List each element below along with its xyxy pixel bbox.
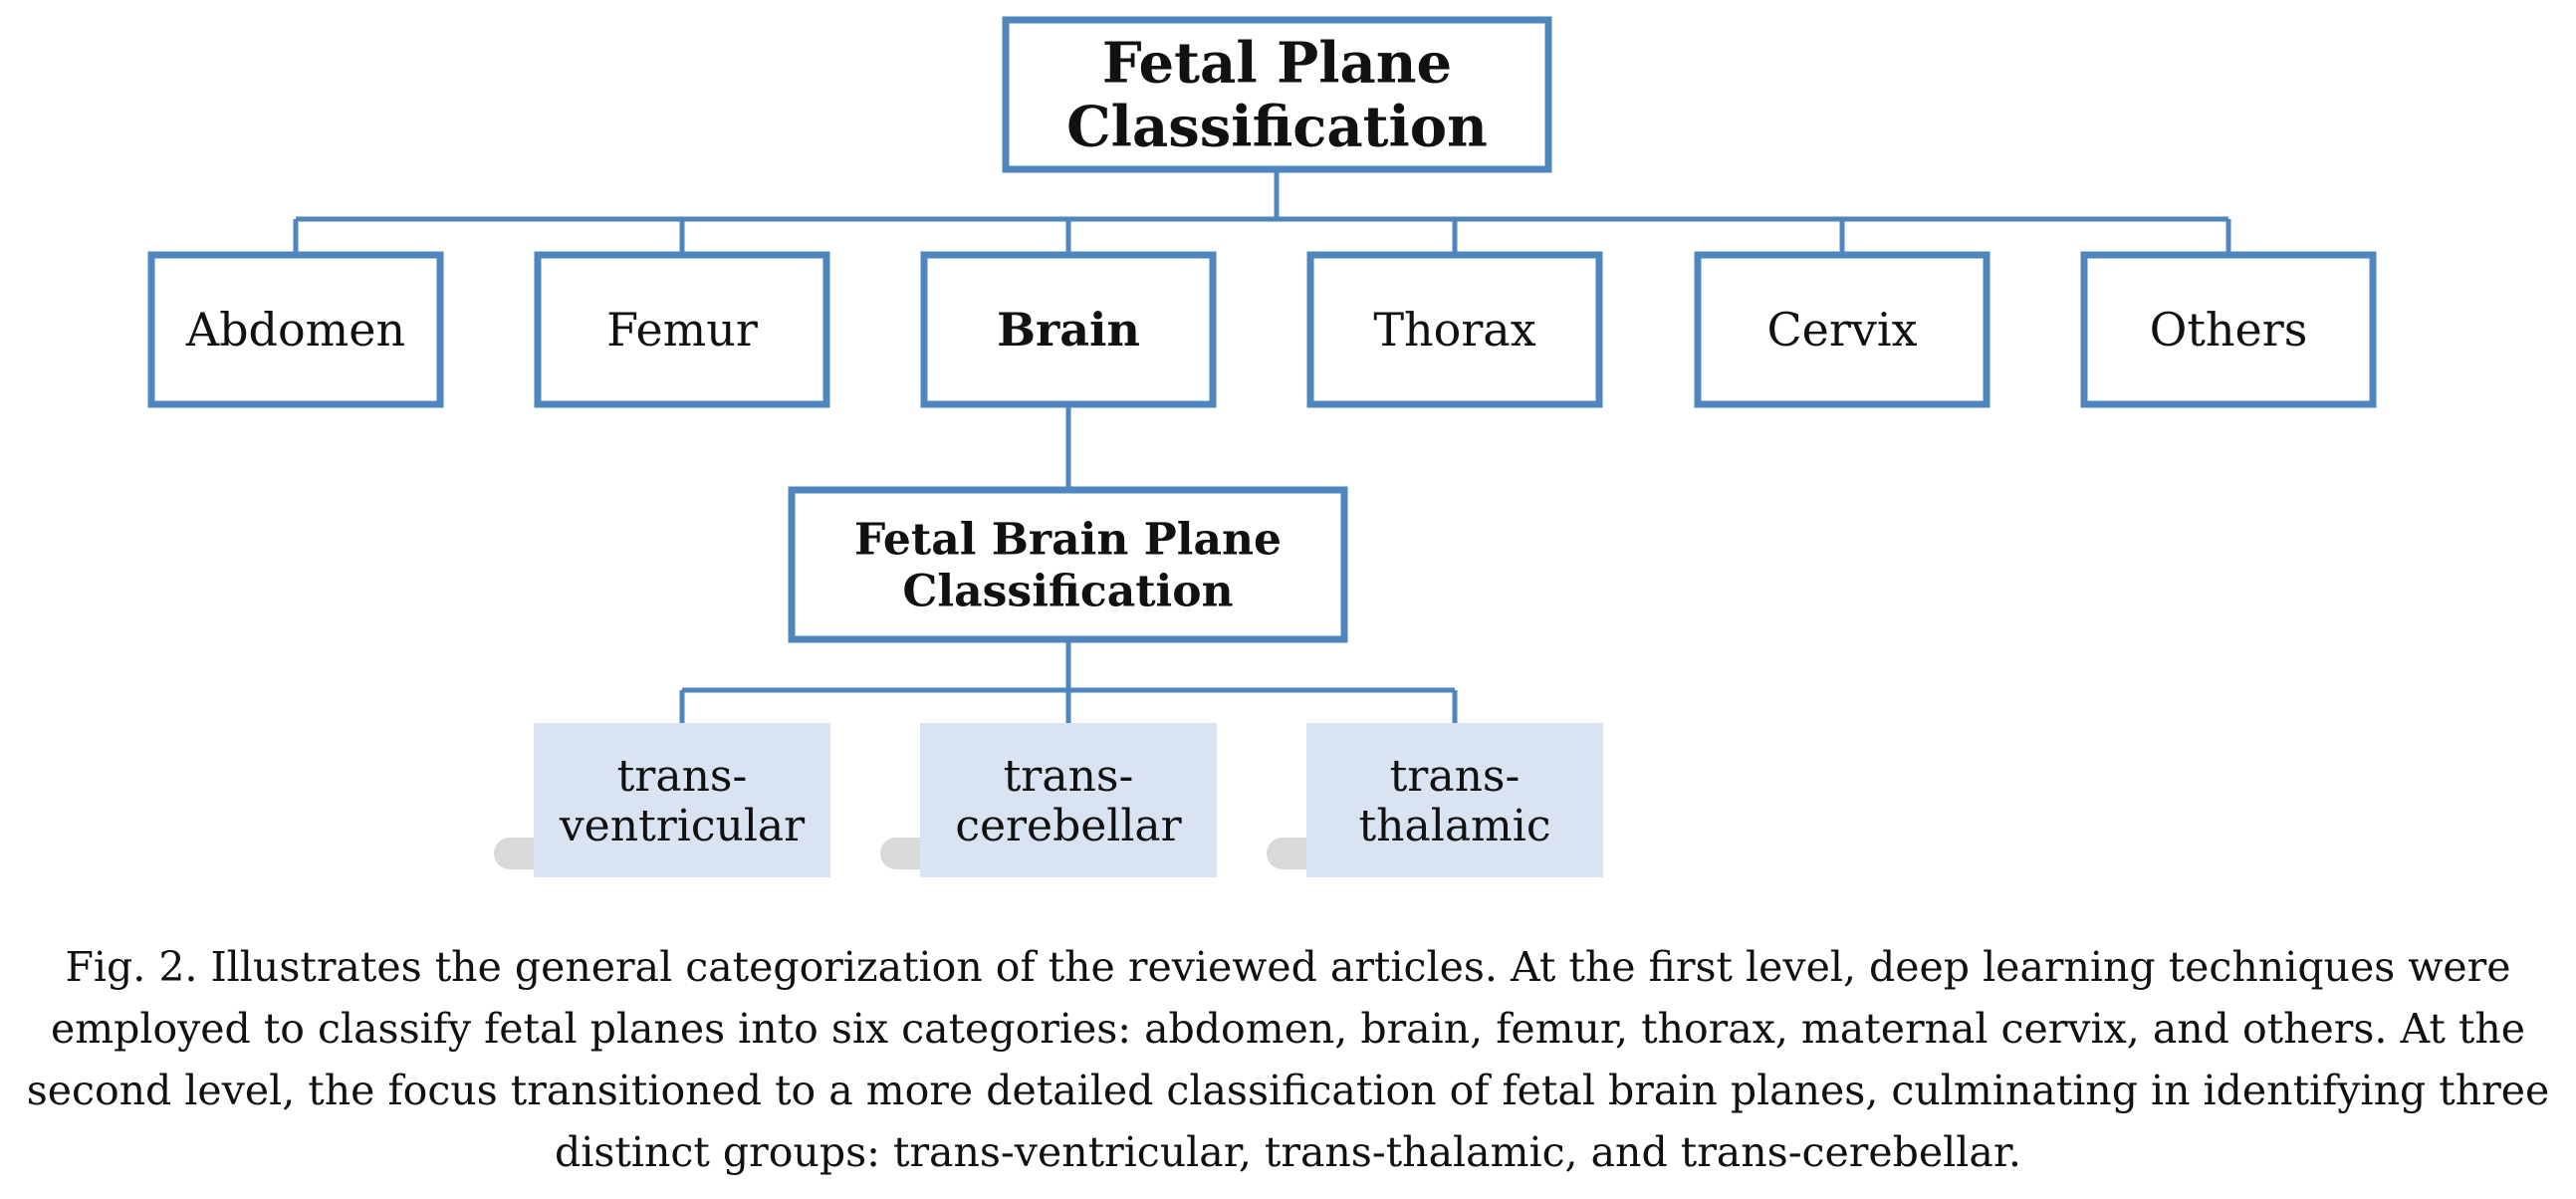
category-node-femur-label: Femur [606, 303, 758, 357]
category-node-abdomen: Abdomen [147, 251, 444, 408]
caption-line: second level, the focus transitioned to … [26, 1067, 2550, 1114]
leaf-node-trans-thalamic: trans-thalamic [1267, 723, 1603, 877]
leaf-node-trans-ventricular-label: trans- [617, 751, 748, 802]
category-node-thorax: Thorax [1306, 251, 1603, 408]
category-node-cervix-label: Cervix [1766, 303, 1917, 357]
leaf-node-trans-ventricular: trans-ventricular [494, 723, 830, 877]
category-node-others: Others [2080, 251, 2377, 408]
caption-line: employed to classify fetal planes into s… [50, 1005, 2526, 1053]
category-node-brain-frame [920, 251, 1217, 408]
leaf-node-trans-thalamic-label: trans- [1390, 751, 1521, 802]
category-node-others-label: Others [2150, 303, 2308, 357]
leaf-node-trans-cerebellar-label: cerebellar [955, 801, 1182, 851]
category-node-thorax-frame [1306, 251, 1603, 408]
leaf-node-trans-thalamic-label: thalamic [1359, 801, 1551, 851]
category-node-others-frame [2080, 251, 2377, 408]
category-node-thorax-label: Thorax [1373, 303, 1535, 357]
subtree-node-fetal-brain-plane-classification-label: Fetal Brain Plane [854, 514, 1282, 565]
root-node-fetal-plane-classification-label: Classification [1066, 95, 1488, 160]
leaf-node-trans-cerebellar-fill [920, 723, 1217, 877]
category-node-cervix: Cervix [1694, 251, 1991, 408]
category-node-abdomen-label: Abdomen [185, 303, 405, 357]
tree-connectors [293, 169, 2231, 723]
category-node-brain-label: Brain [997, 303, 1140, 357]
caption-line: distinct groups: trans-ventricular, tran… [555, 1128, 2021, 1176]
figure-caption: Fig. 2. Illustrates the general categori… [0, 936, 2576, 1183]
category-node-abdomen-frame [147, 251, 444, 408]
category-node-cervix-frame [1694, 251, 1991, 408]
root-node-fetal-plane-classification-label: Fetal Plane [1102, 31, 1452, 97]
category-node-femur: Femur [534, 251, 830, 408]
leaf-node-trans-cerebellar-label: trans- [1004, 751, 1134, 802]
subtree-node-fetal-brain-plane-classification-frame [788, 486, 1348, 643]
caption-line: Fig. 2. Illustrates the general categori… [65, 943, 2511, 991]
leaf-node-trans-cerebellar: trans-cerebellar [880, 723, 1217, 877]
subtree-node-fetal-brain-plane-classification-label: Classification [902, 566, 1233, 616]
category-node-femur-frame [534, 251, 830, 408]
leaf-node-trans-ventricular-fill [534, 723, 830, 877]
root-node-fetal-plane-classification-frame [1002, 16, 1552, 173]
category-node-brain: Brain [920, 251, 1217, 408]
leaf-node-trans-thalamic-fill [1306, 723, 1603, 877]
leaf-node-trans-ventricular-label: ventricular [559, 801, 806, 851]
